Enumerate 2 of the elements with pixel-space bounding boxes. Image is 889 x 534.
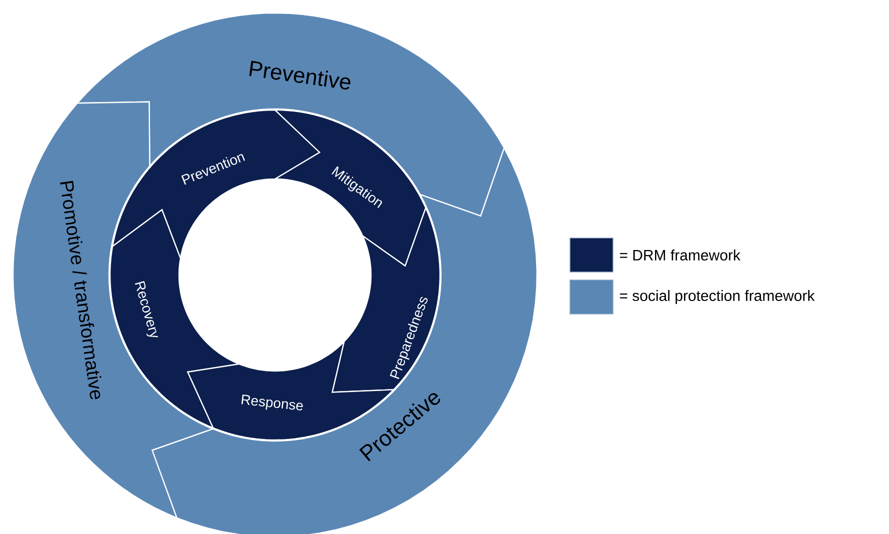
legend-label: = social protection framework	[620, 290, 815, 304]
legend-label: = DRM framework	[620, 249, 740, 260]
